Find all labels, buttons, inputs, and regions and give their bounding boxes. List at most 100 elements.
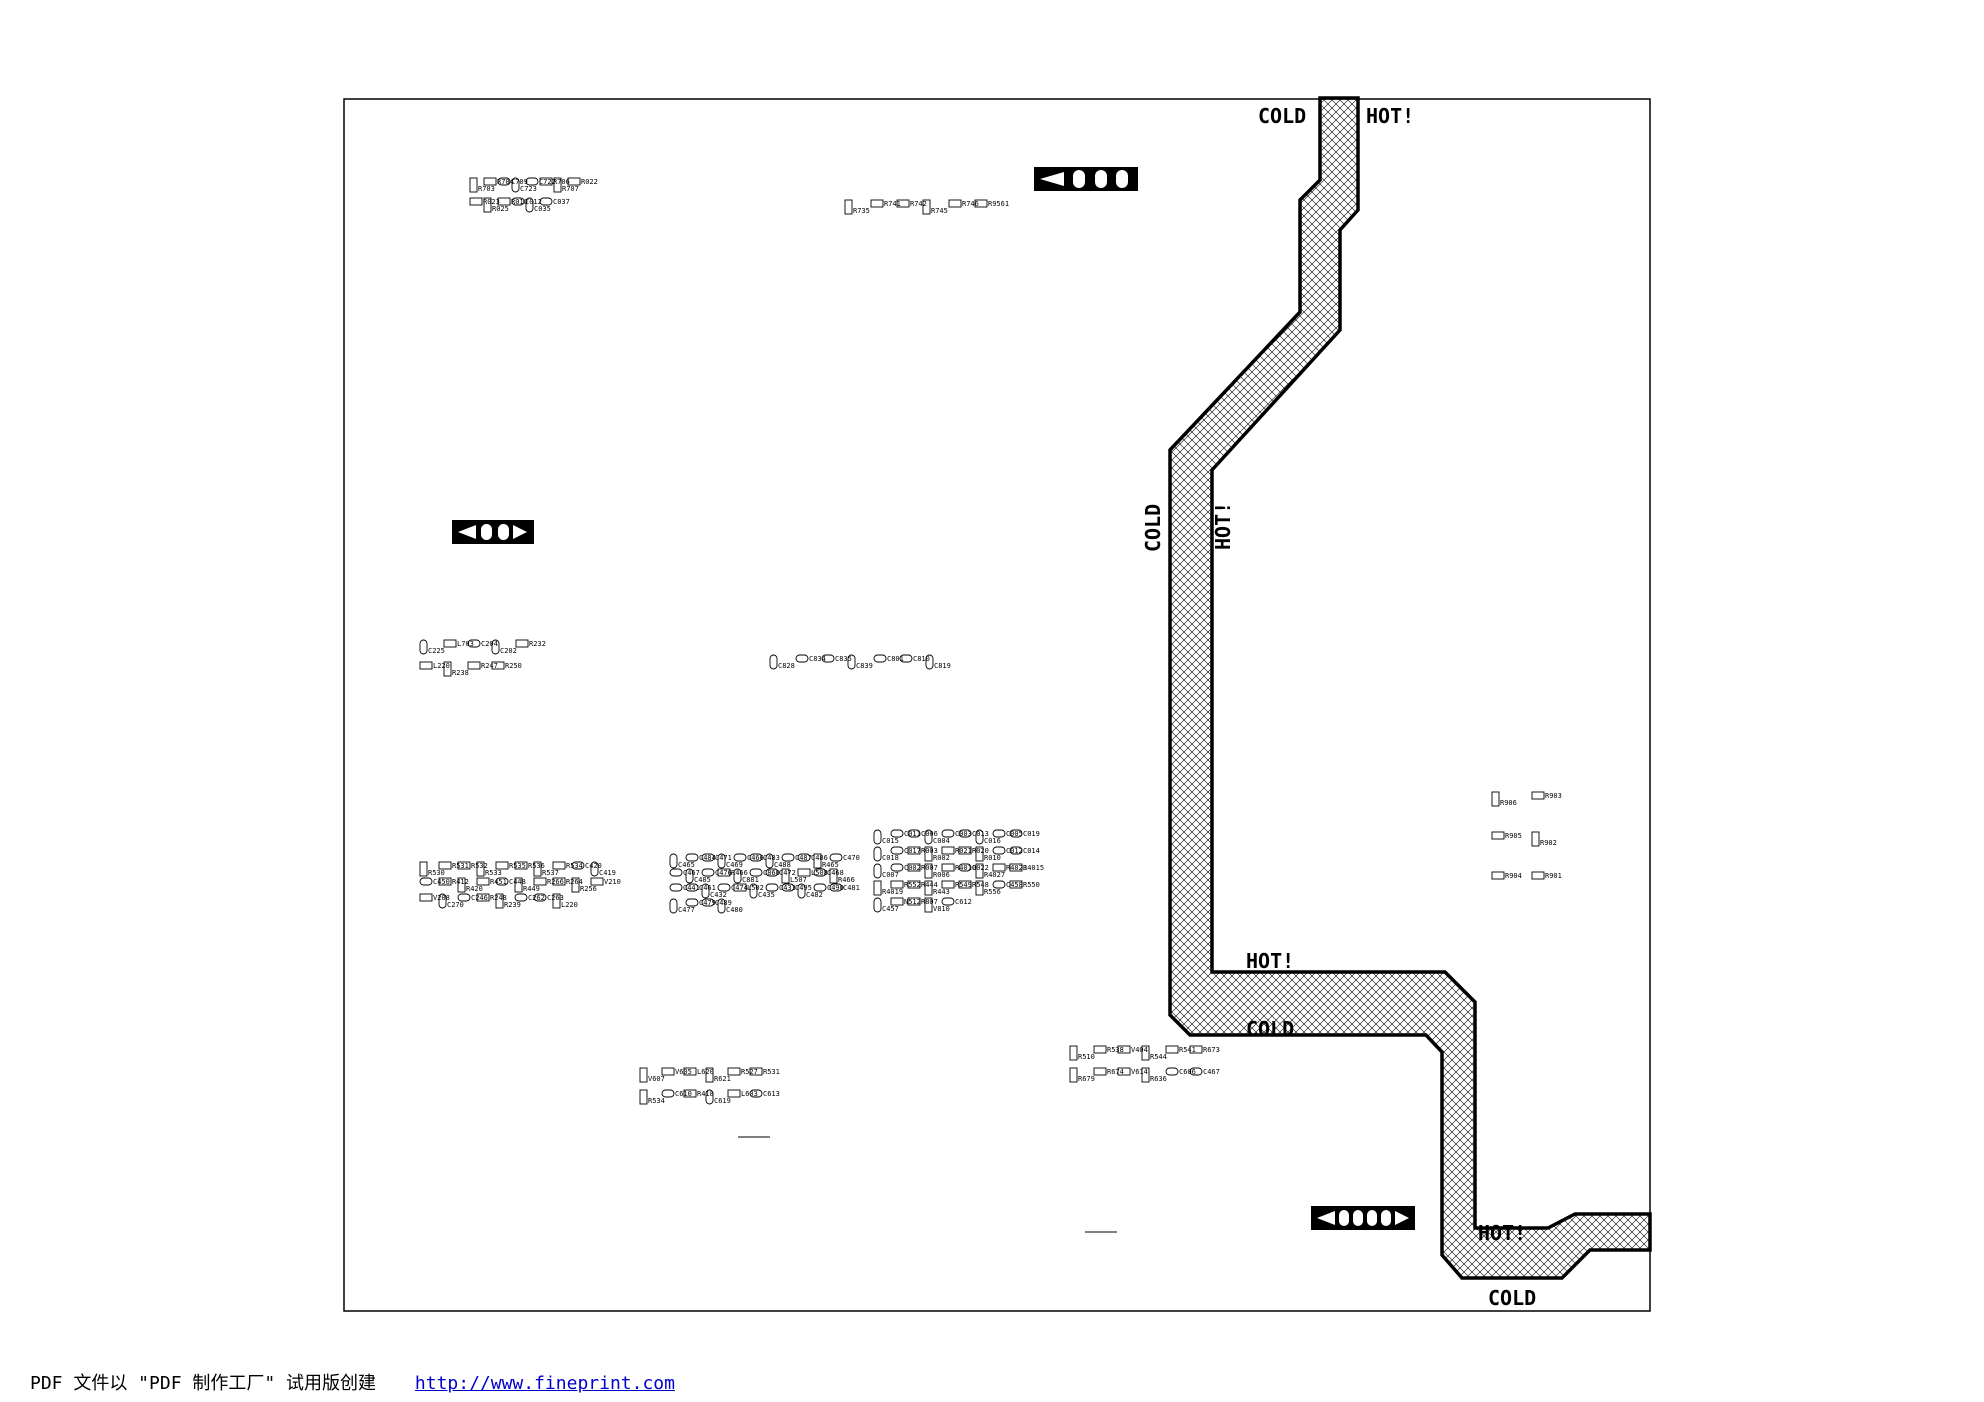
component-footprint: [491, 639, 500, 655]
component-ref-label: R4015: [1023, 864, 1044, 872]
component-ref-label: L620: [697, 1068, 714, 1076]
component-ref-label: V810: [933, 905, 950, 913]
component-footprint: [829, 868, 838, 884]
component-footprint: [419, 661, 433, 670]
component-ref-label: R266: [547, 878, 564, 886]
component-footprint: [821, 654, 835, 663]
component-footprint: [483, 197, 492, 213]
component-footprint: [1189, 1067, 1203, 1076]
component-ref-label: R534: [566, 862, 583, 870]
component-footprint: [1189, 1045, 1203, 1054]
component-footprint: [1069, 1045, 1078, 1061]
component-ref-label: C482: [806, 891, 823, 899]
component-footprint: [829, 853, 843, 862]
component-ref-label: R707: [562, 185, 579, 193]
component-footprint: [539, 177, 553, 186]
component-footprint: [873, 897, 882, 913]
component-ref-label: R007: [921, 864, 938, 872]
component-ref-label: R703: [478, 185, 495, 193]
component-footprint: [907, 863, 921, 872]
component-footprint: [925, 654, 934, 670]
component-footprint: [705, 1067, 714, 1083]
component-footprint: [571, 877, 580, 893]
component-ref-label: R527: [741, 1068, 758, 1076]
component-footprint: [685, 898, 699, 907]
component-ref-label: R248: [490, 894, 507, 902]
component-footprint: [1491, 871, 1505, 880]
component-footprint: [717, 853, 726, 869]
label-cold-left: COLD: [1141, 504, 1165, 552]
component-ref-label: C465: [678, 861, 695, 869]
component-ref-label: C015: [882, 837, 899, 845]
component-footprint: [781, 853, 795, 862]
component-ref-label: C495: [795, 884, 812, 892]
component-ref-label: C202: [500, 647, 517, 655]
component-ref-label: R538: [1107, 1046, 1124, 1054]
component-ref-label: V605: [675, 1068, 692, 1076]
component-ref-label: R021: [955, 847, 972, 855]
component-footprint: [669, 853, 678, 869]
component-ref-label: R904: [1505, 872, 1522, 880]
component-footprint: [844, 199, 853, 215]
component-ref-label: C490: [827, 884, 844, 892]
component-ref-label: R412: [452, 878, 469, 886]
component-footprint: [661, 1089, 675, 1098]
label-cold-bottom: COLD: [1488, 1286, 1536, 1310]
component-footprint: [705, 1089, 714, 1105]
component-ref-label: R4019: [882, 888, 903, 896]
component-footprint: [539, 197, 553, 206]
component-footprint: [469, 197, 483, 206]
component-ref-label: C839: [856, 662, 873, 670]
component-ref-label: R807: [921, 898, 938, 906]
component-footprint: [419, 861, 428, 877]
component-footprint: [685, 868, 694, 884]
component-ref-label: R544: [1150, 1053, 1167, 1061]
component-footprint: [890, 863, 904, 872]
component-footprint: [992, 829, 1006, 838]
component-footprint: [443, 639, 457, 648]
component-ref-label: R002: [933, 854, 950, 862]
component-footprint: [992, 880, 1006, 889]
component-ref-label: C004: [933, 837, 950, 845]
component-footprint: [797, 853, 811, 862]
component-footprint: [717, 868, 731, 877]
component-footprint: [749, 853, 763, 862]
component-ref-label: C619: [714, 1097, 731, 1105]
component-footprint: [701, 898, 715, 907]
component-footprint: [553, 177, 562, 193]
component-ref-label: R903: [1545, 792, 1562, 800]
component-footprint: [813, 868, 827, 877]
component-footprint: [567, 177, 581, 186]
component-footprint: [907, 846, 921, 855]
component-ref-label: C723: [520, 185, 537, 193]
component-footprint: [896, 199, 910, 208]
component-footprint: [1009, 880, 1023, 889]
component-ref-label: R006: [933, 871, 950, 879]
component-ref-label: R673: [1203, 1046, 1220, 1054]
component-footprint: [533, 877, 547, 886]
component-ref-label: R534: [648, 1097, 665, 1105]
component-ref-label: R4027: [984, 871, 1005, 879]
component-ref-label: R531: [452, 862, 469, 870]
component-footprint: [924, 846, 933, 862]
component-ref-label: R704: [497, 178, 514, 186]
footer-link[interactable]: http://www.fineprint.com: [414, 1373, 675, 1394]
component-footprint: [701, 883, 710, 899]
component-footprint: [639, 1089, 648, 1105]
component-footprint: [571, 861, 585, 870]
component-footprint: [992, 846, 1006, 855]
component-footprint: [922, 199, 931, 215]
component-ref-label: C448: [509, 878, 526, 886]
component-footprint: [781, 883, 795, 892]
component-footprint: [495, 861, 509, 870]
component-footprint: [467, 639, 481, 648]
component-ref-label: V607: [648, 1075, 665, 1083]
component-footprint: [1117, 1067, 1131, 1076]
component-footprint: [873, 880, 882, 896]
board-outline: [343, 98, 1651, 1312]
component-footprint: [727, 1067, 741, 1076]
component-footprint: [514, 877, 523, 893]
